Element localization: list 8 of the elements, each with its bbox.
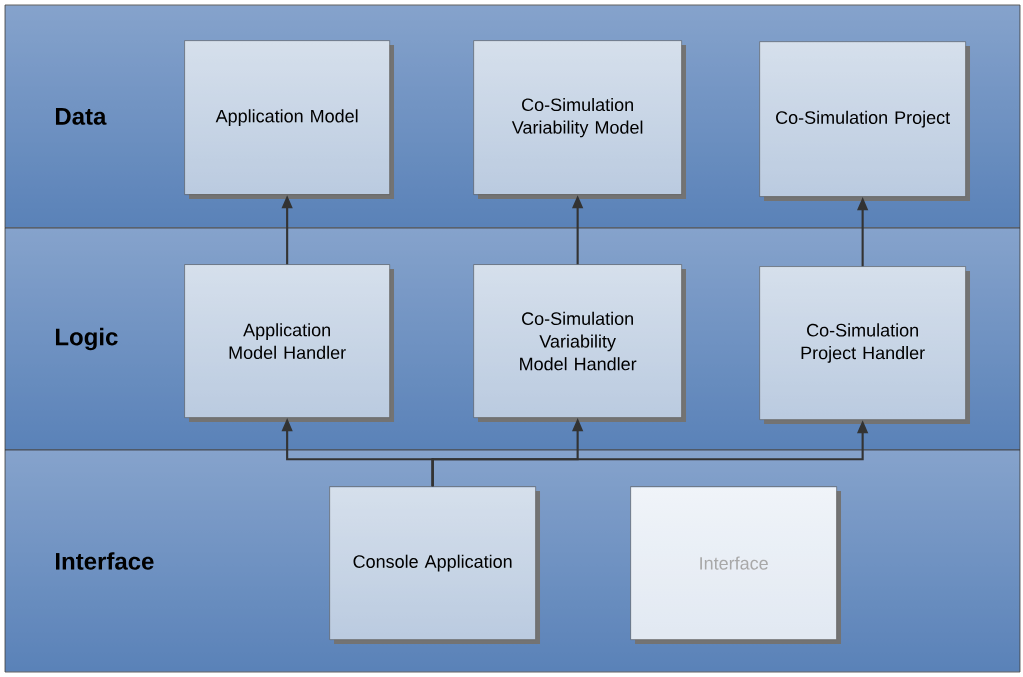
component-box: Console Application bbox=[329, 486, 536, 640]
component-box: Co-Simulation Variability Model Handler bbox=[473, 264, 682, 418]
component-box: Co-Simulation Project bbox=[759, 41, 966, 197]
component-box: Co-Simulation Variability Model bbox=[473, 40, 682, 195]
component-box: Co-Simulation Project Handler bbox=[759, 266, 966, 420]
component-box: Application Model Handler bbox=[184, 264, 390, 418]
component-box: Application Model bbox=[184, 40, 390, 195]
component-box: Interface bbox=[630, 486, 837, 640]
